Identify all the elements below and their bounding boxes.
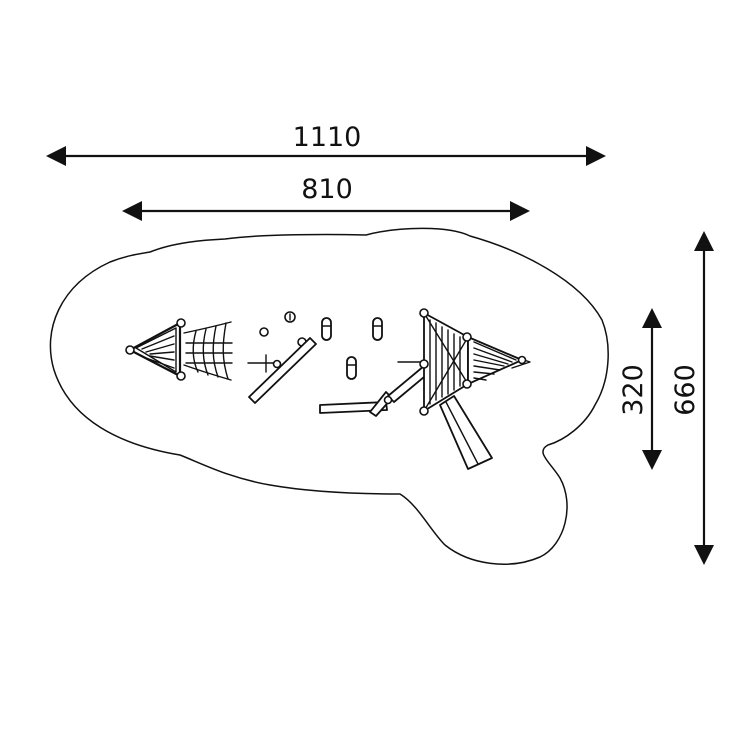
tower-roof-triangle <box>467 336 531 385</box>
tower-posts <box>419 308 472 416</box>
balance-beam <box>247 337 317 404</box>
climbing-net <box>183 321 233 381</box>
dimension-label-equipment-width: 320 <box>618 364 649 416</box>
dimension-overall-width: 660 <box>670 231 714 565</box>
dimension-label-equipment-length: 810 <box>301 174 353 205</box>
dimension-label-overall-width: 660 <box>670 364 701 416</box>
plank-bridge <box>319 365 431 417</box>
tower-platform <box>397 312 469 412</box>
dimension-equipment-length: 810 <box>122 174 530 221</box>
dimension-label-overall-length: 1110 <box>293 122 362 153</box>
dimension-equipment-width: 320 <box>618 308 662 470</box>
stepping-logs <box>321 317 383 380</box>
safety-zone-outline <box>49 227 609 565</box>
slide <box>439 395 493 470</box>
left-triangle-deck <box>125 318 186 381</box>
spring-posts <box>259 311 307 347</box>
dimension-overall-length: 1110 <box>46 122 606 166</box>
